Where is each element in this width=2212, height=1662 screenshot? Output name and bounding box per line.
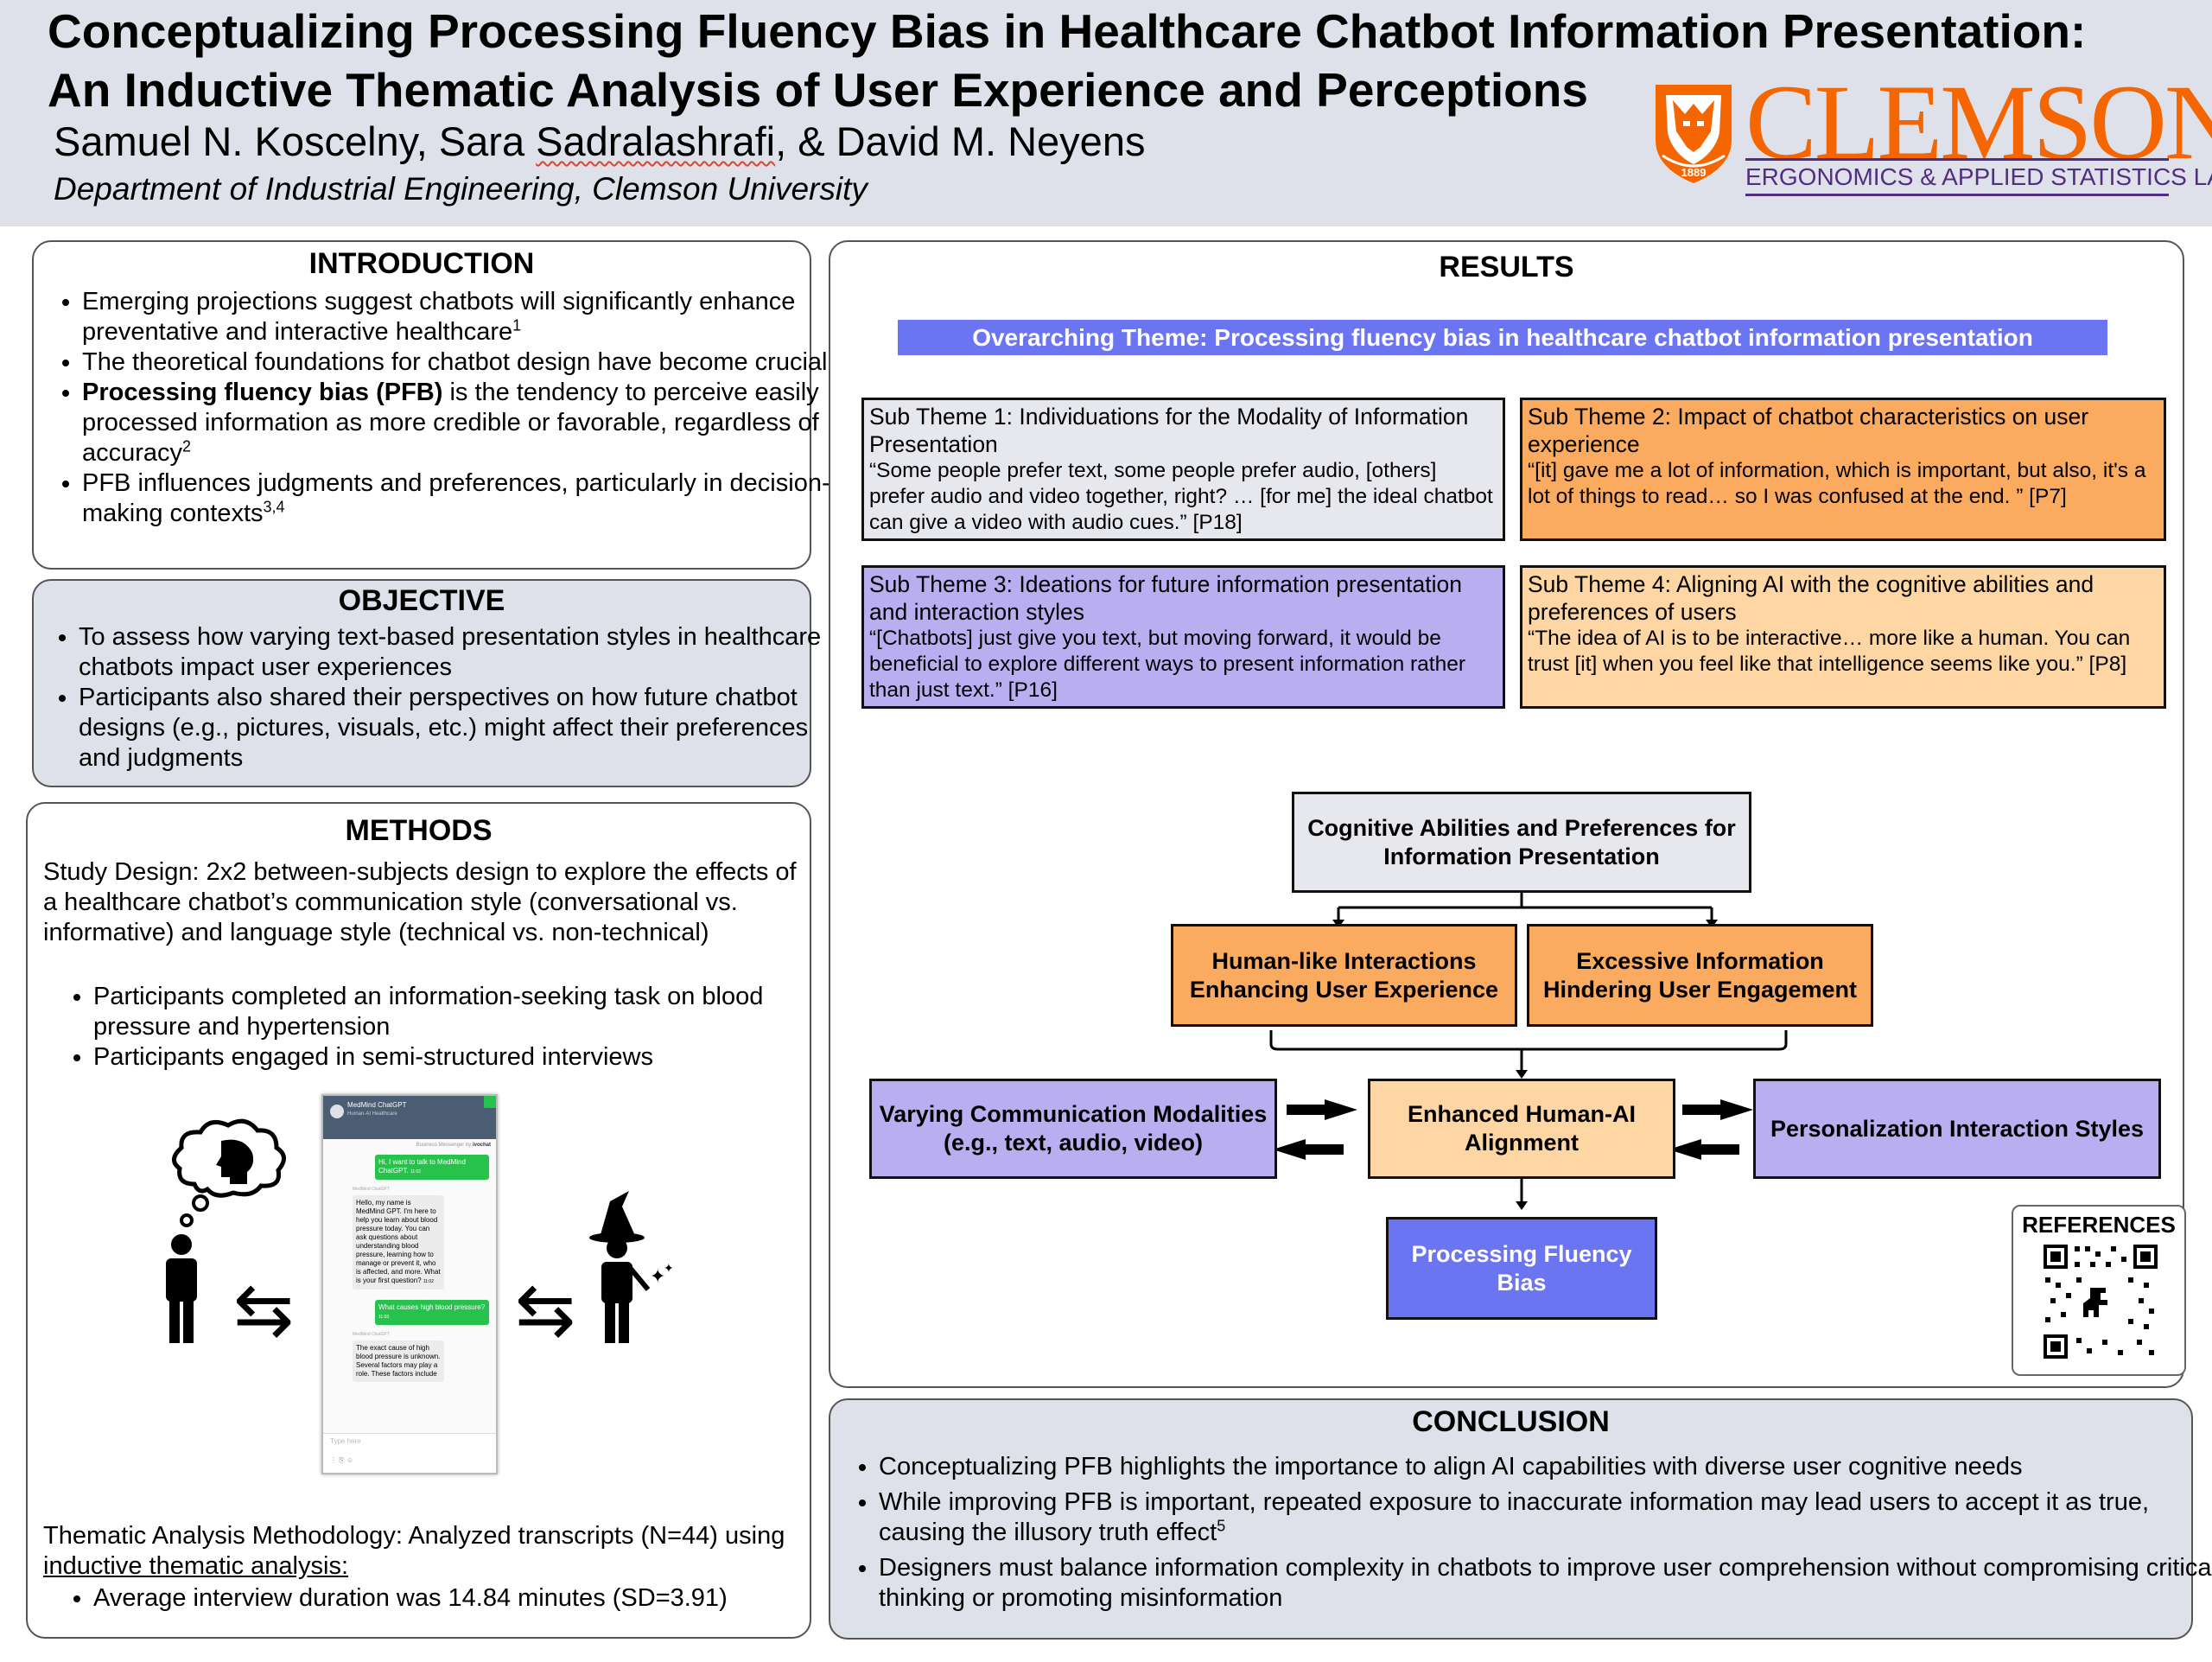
bot-avatar	[330, 1105, 344, 1118]
overarching-theme-banner: Overarching Theme: Processing fluency bi…	[898, 320, 2107, 355]
introduction-list: Emerging projections suggest chatbots wi…	[41, 287, 842, 529]
title-line-2: An Inductive Thematic Analysis of User E…	[48, 63, 1588, 117]
chat-header: MedMind ChatGPT Human-AI Healthcare	[323, 1096, 496, 1139]
list-item: To assess how varying text-based present…	[79, 622, 822, 683]
list-item: Designers must balance information compl…	[879, 1553, 2212, 1614]
flow-processing-fluency-bias: Processing Fluency Bias	[1386, 1217, 1657, 1320]
svg-text:1889: 1889	[1681, 166, 1707, 179]
sub-theme-3-box: Sub Theme 3: Ideations for future inform…	[861, 565, 1505, 709]
title-line-1: Conceptualizing Processing Fluency Bias …	[48, 4, 2087, 58]
conclusion-heading: CONCLUSION	[1412, 1405, 1610, 1438]
flow-enhanced-alignment: Enhanced Human-AI Alignment	[1368, 1079, 1675, 1179]
clemson-tiger-shield-icon: 1889	[1656, 85, 1732, 183]
methods-panel: METHODS Study Design: 2x2 between-subjec…	[26, 802, 811, 1639]
references-label: REFERENCES	[2022, 1212, 2176, 1238]
thematic-analysis-text: Thematic Analysis Methodology: Analyzed …	[43, 1522, 785, 1580]
flow-varying-modalities: Varying Communication Modalities (e.g., …	[869, 1079, 1277, 1179]
list-item: Conceptualizing PFB highlights the impor…	[879, 1452, 2212, 1482]
chat-input[interactable]: Type here⋮ ⎘ ☺	[323, 1433, 496, 1473]
flow-excessive-information: Excessive Information Hindering User Eng…	[1527, 924, 1873, 1027]
qr-code-icon[interactable]	[2042, 1243, 2159, 1360]
exchange-arrows-left: ⇆	[233, 1267, 295, 1352]
list-item: Participants completed an information-se…	[93, 982, 819, 1042]
bot-message: Hello, my name is MedMind GPT. I'm here …	[353, 1195, 444, 1289]
flow-human-like-interactions: Human-like Interactions Enhancing User E…	[1171, 924, 1517, 1027]
sub-theme-4-box: Sub Theme 4: Aligning AI with the cognit…	[1520, 565, 2166, 709]
user-message: Hi, I want to talk to MedMind ChatGPT. 1…	[375, 1155, 489, 1180]
study-design-text: Study Design: 2x2 between-subjects desig…	[43, 858, 797, 946]
svg-text:✦: ✦	[650, 1266, 665, 1288]
department: Department of Industrial Engineering, Cl…	[54, 171, 868, 207]
flowchart-connectors	[1269, 893, 1788, 1210]
list-item: Participants also shared their perspecti…	[79, 683, 822, 774]
objective-heading: OBJECTIVE	[338, 584, 505, 617]
list-item: PFB influences judgments and preferences…	[82, 468, 842, 529]
flow-cognitive-abilities: Cognitive Abilities and Preferences for …	[1292, 792, 1751, 893]
bot-message: The exact cause of high blood pressure i…	[353, 1340, 444, 1382]
objective-panel: OBJECTIVE To assess how varying text-bas…	[32, 579, 821, 787]
methods-list: Participants completed an information-se…	[52, 982, 819, 1073]
participant-thinking-icon	[166, 1118, 286, 1343]
conclusion-panel: CONCLUSION Conceptualizing PFB highlight…	[829, 1398, 2212, 1640]
list-item: The theoretical foundations for chatbot …	[82, 347, 842, 378]
wizard-operator-icon: ✦ ✦	[589, 1191, 674, 1343]
references-card[interactable]: REFERENCES	[2012, 1205, 2186, 1376]
svg-text:✦: ✦	[664, 1262, 674, 1276]
results-panel: RESULTS	[829, 240, 2184, 1388]
list-item: Participants engaged in semi-structured …	[93, 1042, 819, 1073]
poster-title: Conceptualizing Processing Fluency Bias …	[48, 2, 2086, 119]
sub-theme-2-box: Sub Theme 2: Impact of chatbot character…	[1520, 398, 2166, 541]
methods-list-2: Average interview duration was 14.84 min…	[52, 1583, 819, 1614]
results-heading: RESULTS	[1439, 251, 1574, 283]
exchange-arrows-right: ⇆	[515, 1267, 576, 1352]
methods-heading: METHODS	[345, 814, 493, 847]
chatbot-screenshot: MedMind ChatGPT Human-AI Healthcare Busi…	[321, 1094, 498, 1474]
lab-name: ERGONOMICS & APPLIED STATISTICS LAB	[1745, 158, 2212, 196]
objective-list: To assess how varying text-based present…	[37, 622, 822, 774]
introduction-heading: INTRODUCTION	[308, 247, 535, 280]
poster-header	[0, 0, 2212, 226]
flow-personalization: Personalization Interaction Styles	[1753, 1079, 2161, 1179]
list-item: Emerging projections suggest chatbots wi…	[82, 287, 842, 347]
user-message: What causes high blood pressure? 11:03	[375, 1300, 489, 1325]
authors: Samuel N. Koscelny, Sara Sadralashrafi, …	[54, 118, 1146, 164]
list-item: Average interview duration was 14.84 min…	[93, 1583, 819, 1614]
list-item: While improving PFB is important, repeat…	[879, 1487, 2212, 1548]
introduction-panel: INTRODUCTION Emerging projections sugges…	[32, 240, 830, 570]
list-item: Processing fluency bias (PFB) is the ten…	[82, 378, 842, 468]
sub-theme-1-box: Sub Theme 1: Individuations for the Moda…	[861, 398, 1505, 541]
conclusion-list: Conceptualizing PFB highlights the impor…	[837, 1452, 2212, 1614]
